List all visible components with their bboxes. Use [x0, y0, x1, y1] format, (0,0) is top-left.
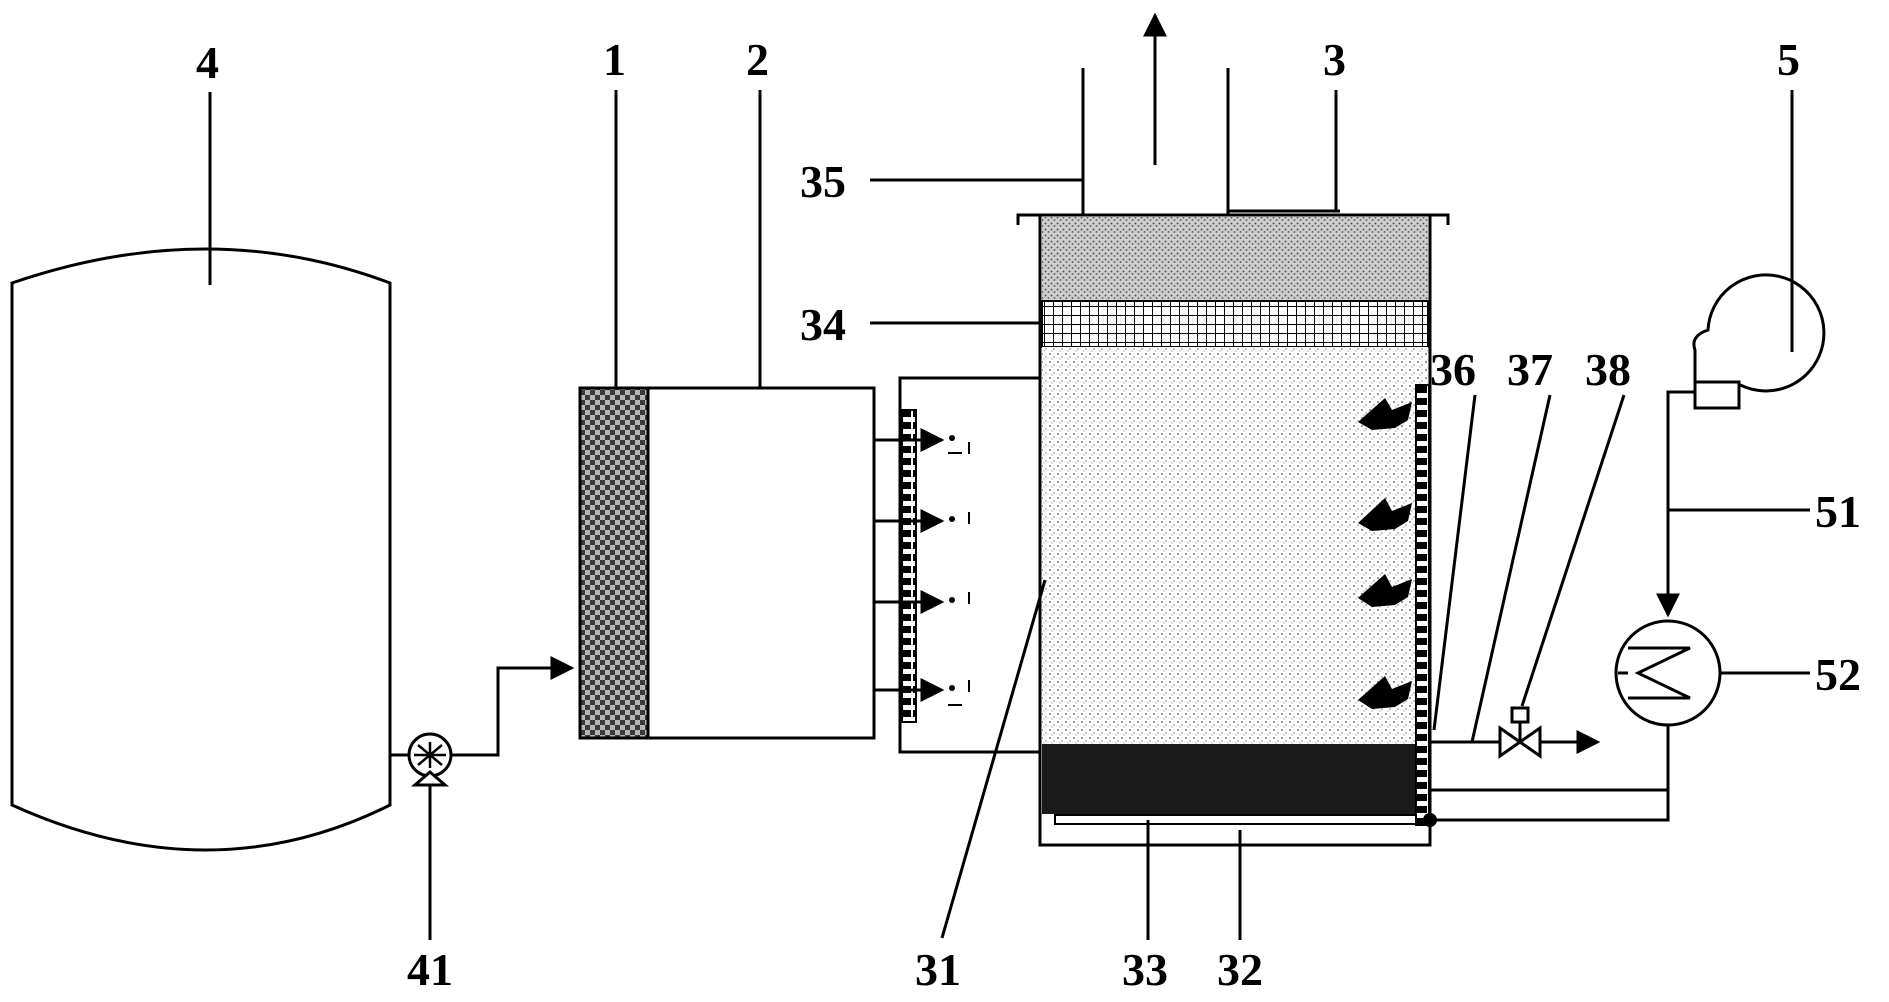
- nozzle-lines: [874, 428, 945, 702]
- reactor-lid: [1016, 213, 1450, 225]
- filter-media: [578, 386, 650, 740]
- label-35: 35: [800, 156, 846, 207]
- label-52: 52: [1815, 649, 1861, 700]
- label-2: 2: [746, 34, 769, 85]
- leader-line-37: [1470, 394, 1552, 743]
- pump-icon: [390, 732, 453, 787]
- feed-pipe: [452, 656, 575, 757]
- storage-tank: [10, 247, 392, 852]
- label-4: 4: [196, 37, 219, 88]
- sludge-layer: [1042, 744, 1428, 814]
- leader-line-36: [1432, 394, 1477, 731]
- label-37: 37: [1507, 344, 1553, 395]
- reactor-vessel: [1038, 213, 1432, 847]
- label-38: 38: [1585, 344, 1631, 395]
- return-pipe-lower: [1430, 790, 1670, 822]
- label-41: 41: [407, 944, 453, 995]
- valve-icon: [1498, 706, 1542, 759]
- label-1: 1: [603, 34, 626, 85]
- label-33: 33: [1122, 944, 1168, 995]
- heating-tube: [1415, 384, 1430, 826]
- label-5: 5: [1777, 34, 1800, 85]
- leader-line-31: [940, 579, 1047, 939]
- pipe-joint: [1423, 813, 1437, 827]
- heat-exchanger-icon: [1614, 619, 1722, 727]
- label-51: 51: [1815, 486, 1861, 537]
- treatment-unit: [646, 386, 876, 740]
- flame-marks: [1358, 398, 1412, 709]
- label-3: 3: [1323, 34, 1346, 85]
- label-31: 31: [915, 944, 961, 995]
- label-32: 32: [1217, 944, 1263, 995]
- mesh-layer: [1041, 300, 1429, 348]
- return-pipe-upper: [1430, 725, 1670, 792]
- label-34: 34: [800, 299, 846, 350]
- air-pipe: [1656, 390, 1695, 618]
- leader-line-38: [1520, 394, 1626, 707]
- manifold-bar: [901, 409, 917, 723]
- spray-marks: [948, 435, 970, 706]
- distribution-frame: [898, 376, 1040, 754]
- blower-icon: [1692, 273, 1826, 410]
- aeration-plate: [1054, 814, 1426, 825]
- label-36: 36: [1430, 344, 1476, 395]
